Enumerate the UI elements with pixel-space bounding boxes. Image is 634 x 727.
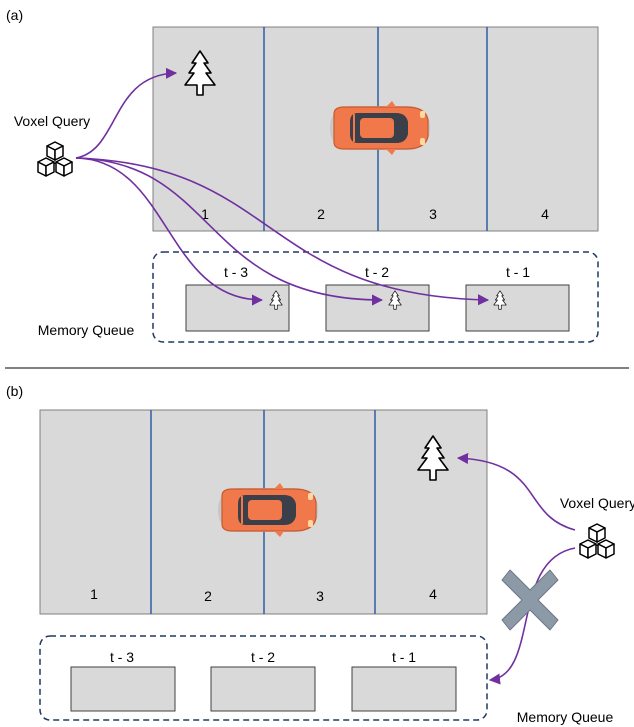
query-arrows-b <box>456 452 576 685</box>
memory-frame-label: t - 3 <box>224 264 248 280</box>
lane-number: 4 <box>541 206 549 222</box>
memory-queue-box <box>39 635 488 721</box>
lane-number: 3 <box>316 588 324 604</box>
memory-frame <box>70 666 176 712</box>
memory-queue-box <box>152 251 599 343</box>
memory-frame <box>351 666 457 712</box>
query-arrows-a <box>75 67 490 306</box>
lane-number: 2 <box>317 206 325 222</box>
cube-cluster-icon <box>580 524 614 558</box>
car-icon <box>329 100 431 156</box>
memory-frame-label: t - 1 <box>392 649 416 665</box>
memory-frame-label: t - 2 <box>251 649 275 665</box>
cube-cluster-icon <box>38 142 72 176</box>
voxel-query-label: Voxel Query <box>560 495 634 511</box>
voxel-query-label: Voxel Query <box>14 113 90 129</box>
memory-frame-label: t - 2 <box>365 264 389 280</box>
lane-number: 3 <box>429 206 437 222</box>
panel-b-label: (b) <box>6 383 23 399</box>
memory-frame <box>210 666 316 712</box>
memory-frame <box>325 284 430 332</box>
cross-icon <box>501 569 559 631</box>
memory-queue-label: Memory Queue <box>517 709 614 725</box>
memory-frame <box>185 284 290 332</box>
memory-queue-label: Memory Queue <box>38 322 135 338</box>
memory-frame-label: t - 3 <box>110 649 134 665</box>
memory-frame-label: t - 1 <box>506 264 530 280</box>
lane-number: 2 <box>204 588 212 604</box>
lane-number: 4 <box>429 586 437 602</box>
panel-a-label: (a) <box>6 7 23 23</box>
memory-frame <box>465 284 570 332</box>
lane-number: 1 <box>201 206 209 222</box>
lane-number: 1 <box>90 586 98 602</box>
car-icon <box>217 482 319 538</box>
